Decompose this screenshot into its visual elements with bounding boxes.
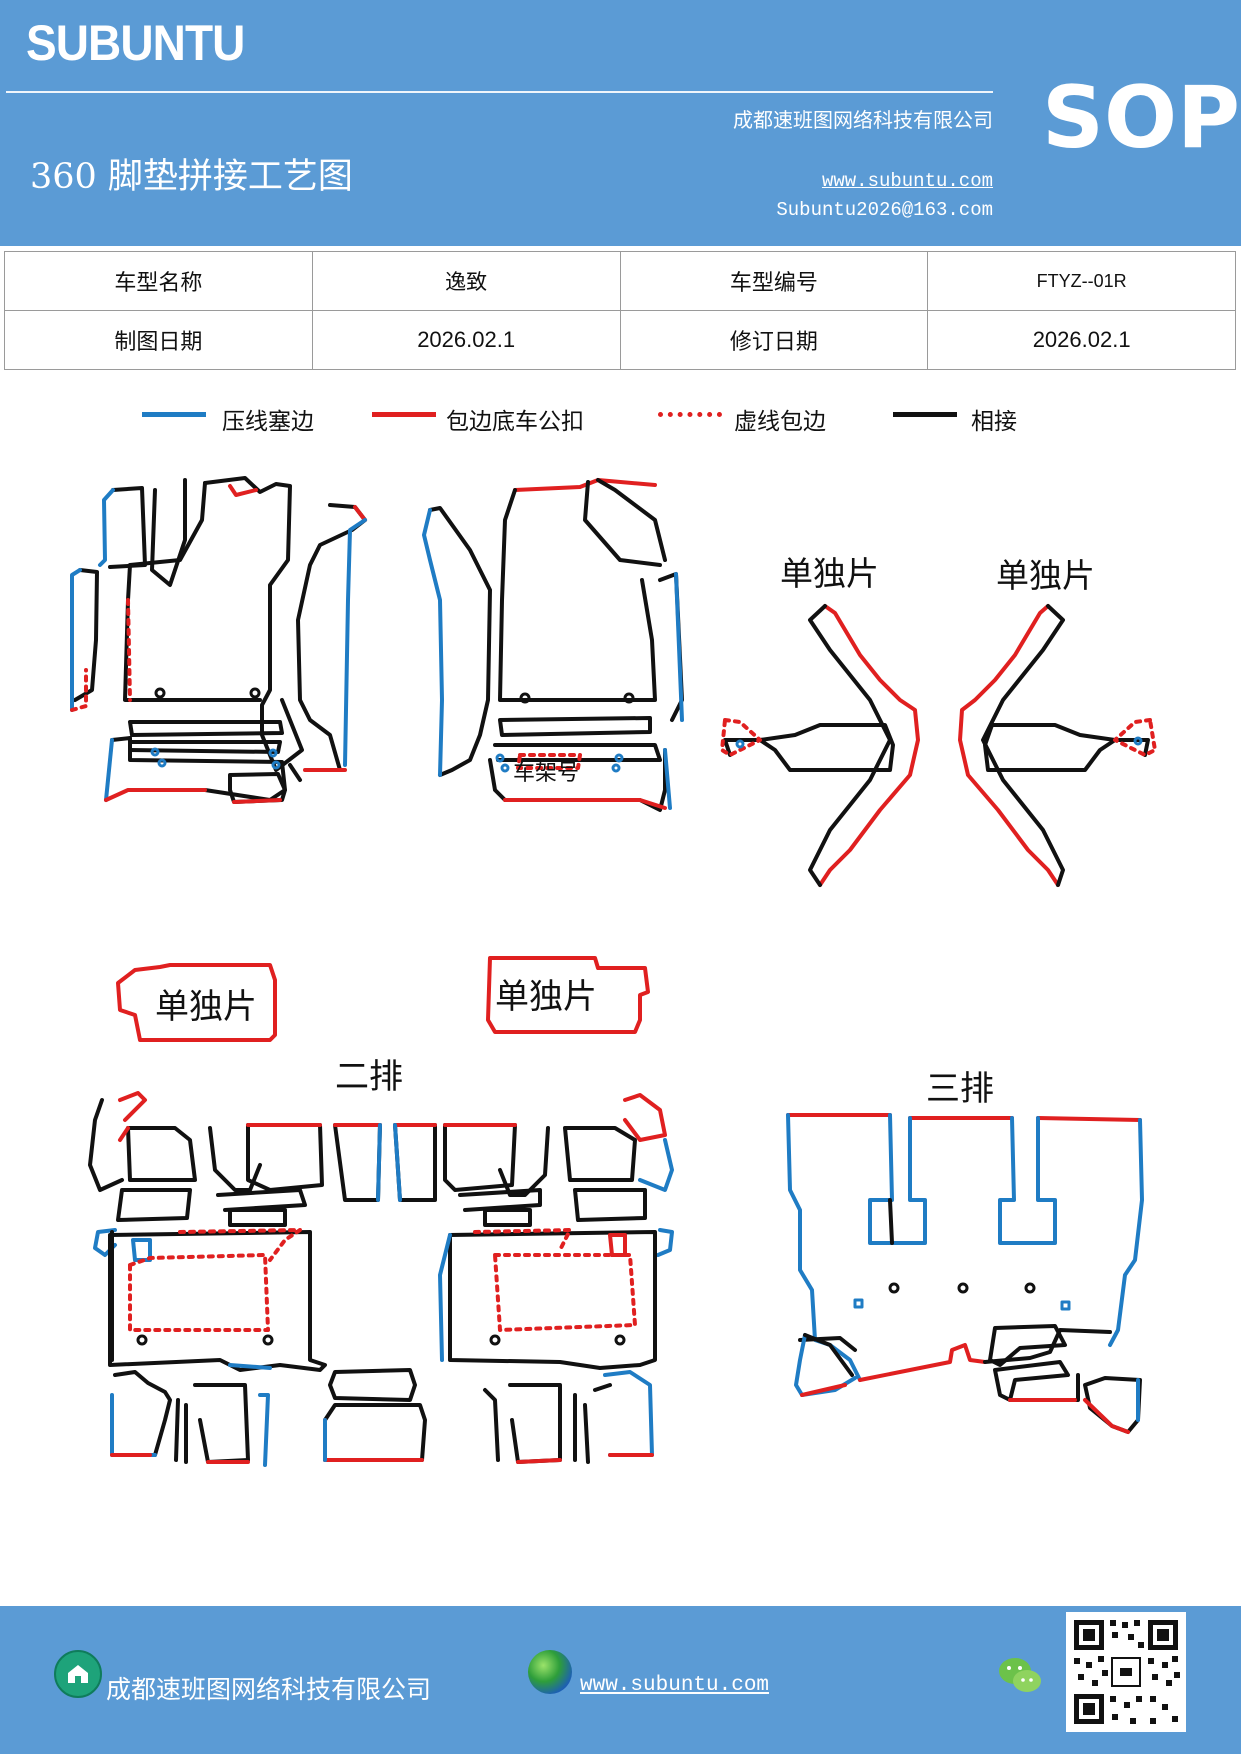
footer-website-link[interactable]: www.subuntu.com [580, 1674, 770, 1697]
model-code-label: 车型编号 [619, 251, 929, 311]
globe-icon [528, 1650, 572, 1694]
sop-badge: SOP [1042, 68, 1241, 168]
legend-swatch [142, 412, 206, 417]
footer-company-name: 成都速班图网络科技有限公司 [106, 1675, 432, 1704]
home-icon [54, 1650, 102, 1698]
page-title: 360 脚垫拼接工艺图 [30, 157, 353, 197]
front-right-mat [422, 478, 684, 812]
email-address[interactable]: Subuntu2026@163.com [776, 199, 993, 221]
single-piece-label: 单独片 [155, 987, 257, 1027]
header-banner: SUBUNTU 成都速班图网络科技有限公司 360 脚垫拼接工艺图 www.su… [0, 0, 1241, 246]
single-piece-label: 单独片 [495, 977, 597, 1017]
revision-date-label: 修订日期 [619, 310, 929, 370]
legend-swatch [893, 412, 957, 417]
second-row-label: 二排 [335, 1057, 403, 1097]
header-divider [6, 91, 993, 93]
model-name-value: 逸致 [311, 251, 621, 311]
draw-date-value: 2026.02.1 [311, 310, 621, 370]
single-piece-left [116, 963, 277, 1042]
third-row-label: 三排 [926, 1069, 994, 1109]
single-piece-label: 单独片 [780, 554, 879, 593]
frame-number-label: 车架号 [513, 761, 579, 786]
single-piece-label: 单独片 [996, 556, 1095, 595]
legend-label: 压线塞边 [222, 409, 314, 435]
model-name-label: 车型名称 [4, 251, 313, 311]
draw-date-label: 制图日期 [4, 310, 313, 370]
single-piece-right [486, 956, 650, 1034]
wechat-icon[interactable] [996, 1654, 1044, 1698]
legend-label: 包边底车公扣 [446, 409, 584, 435]
footer-banner: 成都速班图网络科技有限公司 www.subuntu.com [0, 1606, 1241, 1754]
tunnel-piece-left [720, 604, 920, 887]
table-row: 车型名称 逸致 车型编号 FTYZ--01R [4, 251, 1236, 311]
legend-label: 虚线包边 [734, 409, 826, 435]
legend-swatch [372, 412, 436, 417]
brand-logo: SUBUNTU [26, 15, 245, 71]
revision-date-value: 2026.02.1 [927, 310, 1236, 370]
legend: 压线塞边 包边底车公扣 虚线包边 相接 [0, 398, 1241, 442]
tunnel-piece-right [958, 604, 1157, 887]
second-row-mat [88, 1091, 674, 1467]
qr-code [1066, 1612, 1186, 1732]
model-code-value: FTYZ--01R [927, 251, 1236, 311]
legend-swatch [658, 412, 722, 417]
front-left-mat [70, 476, 367, 804]
table-row: 制图日期 2026.02.1 修订日期 2026.02.1 [4, 310, 1236, 370]
third-row-mat [786, 1113, 1144, 1434]
company-name: 成都速班图网络科技有限公司 [733, 108, 993, 132]
website-link[interactable]: www.subuntu.com [821, 170, 993, 192]
legend-label: 相接 [971, 409, 1017, 435]
vehicle-info-table: 车型名称 逸致 车型编号 FTYZ--01R 制图日期 2026.02.1 修订… [4, 251, 1236, 370]
